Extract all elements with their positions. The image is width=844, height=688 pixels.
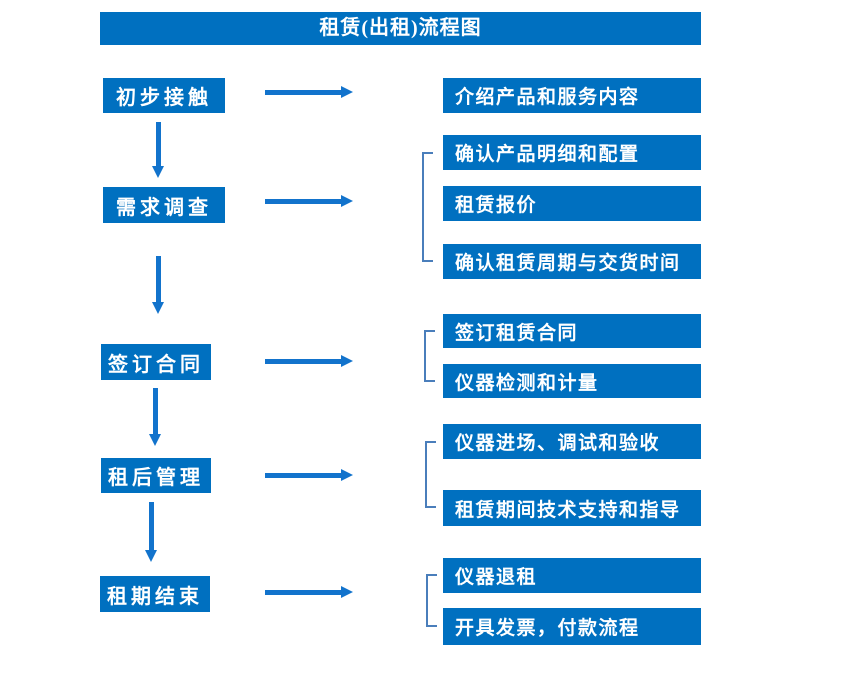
arrow-shaft [265, 473, 341, 478]
right-arrow-2 [265, 195, 353, 208]
arrow-shaft [265, 199, 341, 204]
diagram-title: 租赁(出租)流程图 [100, 12, 701, 45]
arrow-head-icon [341, 195, 353, 207]
group-bracket-sign-contract [424, 330, 435, 382]
stage-box-demand-survey: 需求调查 [103, 187, 225, 223]
group-bracket-demand-survey [422, 152, 433, 262]
down-arrow-1 [152, 122, 165, 178]
down-arrow-3 [149, 388, 162, 446]
arrow-head-icon [145, 550, 157, 562]
output-box-rental-quote: 租赁报价 [443, 186, 701, 221]
arrow-shaft [149, 502, 154, 550]
right-arrow-5 [265, 586, 353, 599]
stage-box-sign-contract: 签订合同 [101, 344, 211, 380]
output-box-introduce-products: 介绍产品和服务内容 [443, 78, 701, 113]
arrow-head-icon [341, 586, 353, 598]
down-arrow-2 [152, 256, 165, 314]
arrow-shaft [265, 359, 341, 364]
output-box-instrument-testing: 仪器检测和计量 [443, 364, 701, 398]
arrow-shaft [156, 122, 161, 166]
arrow-head-icon [341, 355, 353, 367]
arrow-head-icon [341, 469, 353, 481]
stage-box-lease-end: 租期结束 [100, 576, 210, 612]
output-box-instrument-return: 仪器退租 [443, 558, 701, 593]
output-box-sign-rental-contract: 签订租赁合同 [443, 314, 701, 348]
output-box-confirm-product-details: 确认产品明细和配置 [443, 135, 701, 170]
stage-box-initial-contact: 初步接触 [103, 78, 225, 113]
arrow-shaft [265, 590, 341, 595]
arrow-head-icon [149, 434, 161, 446]
arrow-shaft [265, 90, 341, 95]
right-arrow-3 [265, 355, 353, 368]
stage-box-post-lease-management: 租后管理 [101, 458, 211, 493]
arrow-shaft [156, 256, 161, 302]
output-box-technical-support: 租赁期间技术支持和指导 [443, 490, 701, 526]
arrow-shaft [153, 388, 158, 434]
output-box-invoice-payment: 开具发票，付款流程 [443, 608, 701, 645]
group-bracket-lease-end [426, 574, 437, 627]
arrow-head-icon [152, 302, 164, 314]
output-box-instrument-entry-acceptance: 仪器进场、调试和验收 [443, 424, 701, 459]
arrow-head-icon [341, 86, 353, 98]
down-arrow-4 [145, 502, 158, 562]
arrow-head-icon [152, 166, 164, 178]
right-arrow-1 [265, 86, 353, 99]
output-box-confirm-rental-period: 确认租赁周期与交货时间 [443, 244, 701, 279]
right-arrow-4 [265, 469, 353, 482]
group-bracket-post-lease [425, 441, 436, 508]
